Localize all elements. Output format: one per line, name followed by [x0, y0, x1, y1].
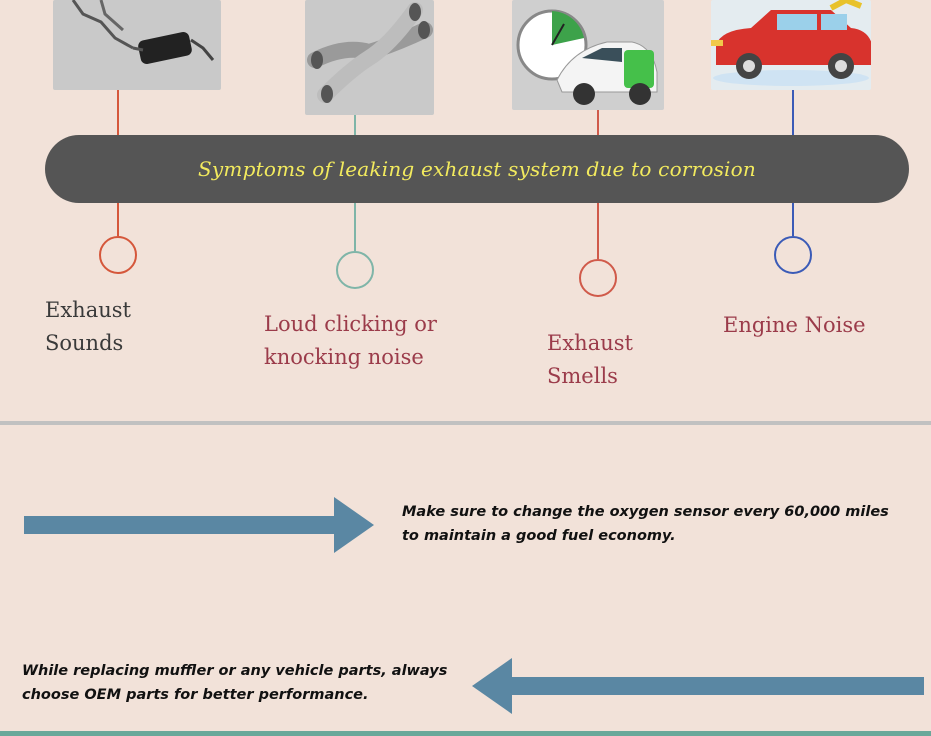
- connector-line-bottom-3: [597, 203, 599, 259]
- symptom-marker-3: [579, 259, 617, 297]
- connector-line-top-2: [354, 115, 356, 135]
- red-car-cartoon-icon: [711, 0, 871, 86]
- symptom-marker-2: [336, 251, 374, 289]
- symptom-label-exhaust-sounds: Exhaust Sounds: [45, 294, 131, 360]
- symptom-label-line: Engine Noise: [723, 313, 866, 337]
- x-pipe-exhaust-icon: [307, 2, 433, 103]
- tip-line: While replacing muffler or any vehicle p…: [22, 663, 448, 679]
- symptom-label-engine-noise: Engine Noise: [723, 309, 866, 342]
- symptom-label-exhaust-smells: Exhaust Smells: [547, 327, 633, 393]
- symptoms-banner: Symptoms of leaking exhaust system due t…: [45, 135, 909, 203]
- connector-line-top-4: [792, 90, 794, 135]
- bottom-accent-bar: [0, 731, 931, 736]
- symptom-label-line: Loud clicking or: [264, 312, 437, 336]
- symptom-marker-1: [99, 236, 137, 274]
- x-pipe-image: [305, 0, 434, 115]
- symptom-label-clicking-noise: Loud clicking or knocking noise: [264, 308, 437, 374]
- symptom-label-line: Smells: [547, 364, 618, 388]
- tip-line: to maintain a good fuel economy.: [402, 528, 676, 544]
- green-car-stopwatch-icon: [516, 9, 658, 105]
- tip-oxygen-sensor: Make sure to change the oxygen sensor ev…: [402, 500, 889, 548]
- tip-oem-parts: While replacing muffler or any vehicle p…: [22, 659, 447, 707]
- left-arrow-icon: [472, 658, 924, 714]
- tip-line: Make sure to change the oxygen sensor ev…: [402, 504, 889, 520]
- connector-line-bottom-1: [117, 203, 119, 236]
- connector-line-top-3: [597, 110, 599, 135]
- connector-line-bottom-4: [792, 203, 794, 236]
- green-car-image: [512, 0, 664, 110]
- connector-line-bottom-2: [354, 203, 356, 251]
- symptom-marker-4: [774, 236, 812, 274]
- right-arrow-icon: [24, 497, 374, 553]
- red-car-image: [711, 0, 871, 90]
- exhaust-pipe-muffler-icon: [71, 0, 215, 65]
- symptom-label-line: Sounds: [45, 331, 124, 355]
- symptom-label-line: Exhaust: [547, 331, 633, 355]
- connector-line-top-1: [117, 90, 119, 135]
- exhaust-muffler-image: [53, 0, 221, 90]
- symptom-label-line: Exhaust: [45, 298, 131, 322]
- banner-title: Symptoms of leaking exhaust system due t…: [198, 157, 756, 181]
- tip-line: choose OEM parts for better performance.: [22, 687, 369, 703]
- section-divider: [0, 421, 931, 425]
- symptom-label-line: knocking noise: [264, 345, 424, 369]
